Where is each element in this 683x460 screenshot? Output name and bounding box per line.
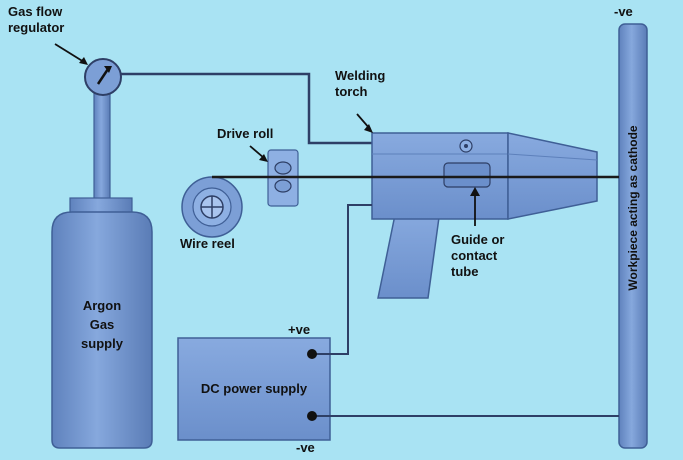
argon-supply-line2: Gas [89, 317, 115, 332]
dc-power-supply-box [177, 337, 331, 441]
positive-terminal-label: +ve [288, 322, 311, 337]
regulator-needle-tip [104, 66, 112, 73]
torch-label-arrowhead [364, 124, 373, 133]
cylinder-neck [93, 91, 111, 203]
welding-torch-label: Welding torch [335, 68, 385, 100]
argon-cylinder [51, 211, 153, 449]
guide-tube-line1: Guide or [451, 232, 505, 247]
negative-terminal-dot [307, 411, 317, 421]
argon-supply-line3: supply [81, 336, 123, 351]
drive-roll-arrowhead [259, 154, 268, 162]
contact-tube [443, 162, 491, 188]
gas-flow-regulator-label: Gas flow regulator [8, 4, 64, 36]
torch-nozzle-seam [507, 153, 598, 161]
gas-flow-regulator-line1: Gas flow [8, 4, 63, 19]
regulator-arrow [54, 43, 85, 63]
workpiece-label: Workpiece acting as cathode [626, 125, 640, 291]
wire-reel-label: Wire reel [180, 236, 235, 251]
regulator-needle [96, 68, 110, 85]
guide-tube-line3: tube [451, 264, 479, 279]
guide-tube-label: Guide or contact tube [451, 232, 504, 280]
welding-torch-line1: Welding [335, 68, 386, 83]
torch-handle [377, 209, 441, 299]
dc-power-supply-label: DC power supply [200, 381, 308, 396]
guide-tube-arrowhead [470, 187, 480, 196]
drive-roll-arrow [249, 145, 265, 159]
welding-torch-line2: torch [335, 84, 368, 99]
workpiece-terminal-label: -ve [614, 4, 633, 19]
guide-tube-line2: contact [451, 248, 498, 263]
drive-roll-bottom [274, 179, 292, 193]
torch-knob-center [464, 144, 468, 148]
drive-roll-label: Drive roll [217, 126, 274, 141]
negative-terminal-label: -ve [296, 440, 315, 455]
argon-supply-label: Argon Gas supply [52, 296, 152, 353]
drive-roll-top [274, 161, 292, 175]
argon-supply-line1: Argon [82, 298, 122, 313]
regulator-arrowhead [79, 57, 88, 65]
positive-cable [312, 204, 372, 355]
positive-terminal-dot [307, 349, 317, 359]
gas-flow-regulator-line2: regulator [8, 20, 65, 35]
gas-hose [121, 72, 372, 145]
workpiece-bar [618, 23, 648, 449]
